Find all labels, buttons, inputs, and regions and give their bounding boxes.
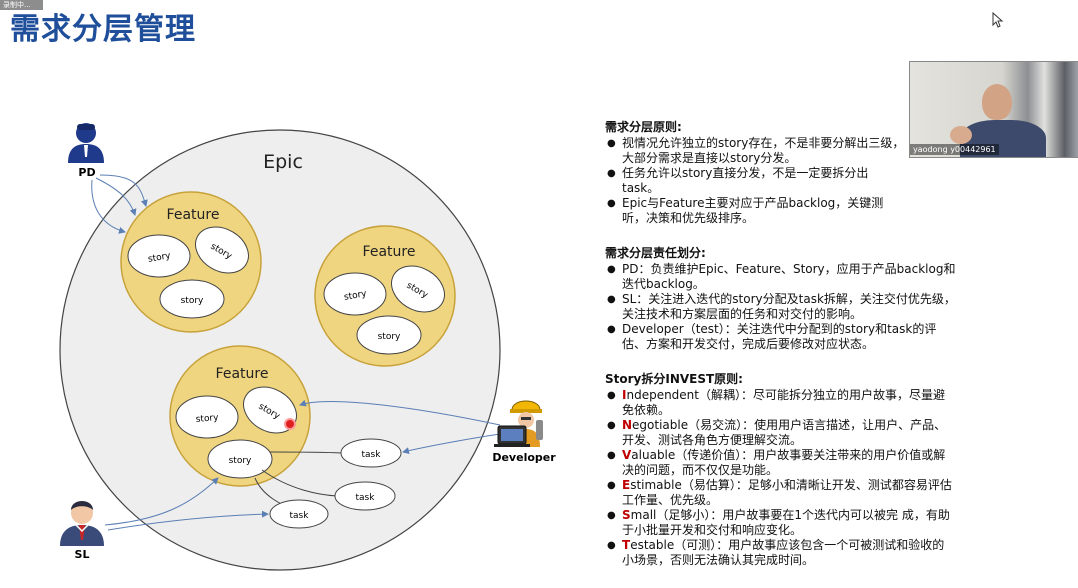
story-node [323,272,387,316]
principles-item: Epic与Feature主要对应于产品backlog，关键测听，决策和优先级排序… [605,196,905,226]
invest-item: Valuable（传递价值）：用户故事要关注带来的用户价值或解决的问题，而不仅仅… [605,448,955,478]
pd-person-icon [68,123,104,163]
principles-title: 需求分层原则: [605,120,682,134]
sl-label: SL [75,548,90,561]
invest-text: mall（足够小）：用户故事要在1个迭代内可以被完 成，有助于小批量开发和交付和… [622,508,950,537]
invest-item: Negotiable（易交流）：使用用户语言描述，让用户、产品、开发、测试各角色… [605,418,955,448]
task-connector [261,469,338,497]
invest-item: Estimable（易估算）：足够小和清晰让开发、测试都容易评估工作量、优先级。 [605,478,955,508]
invest-letter: V [622,448,632,462]
responsibility-item: SL：关注进入迭代的story分配及task拆解，关注交付优先级，关注技术和方案… [605,292,960,322]
developer-label: Developer [492,451,556,464]
pd-arrow [95,177,137,216]
task-node [269,499,329,529]
story-node [175,395,239,439]
task-label: task [362,450,382,460]
invest-text: ndependent（解耦）：尽可能拆分独立的用户故事，尽量避免依赖。 [622,388,945,417]
invest-text: estable（可测）：用户故事应该包含一个可被测试和验收的小场景，否则无法确认… [622,538,945,567]
slide-title: 需求分层管理 [10,12,196,47]
sl-arrow [107,510,269,531]
responsibility-item: Developer（test）：关注迭代中分配到的story和task的评估、方… [605,322,960,352]
sl-person-icon [60,501,104,546]
mouse-cursor-icon [992,12,1004,28]
invest-letter: S [622,508,631,522]
developer-arrow [402,433,501,455]
principles-section: 需求分层原则: 视情况允许独立的story存在，不是非要分解出三级，大部分需求是… [605,120,905,226]
video-person-hand [950,126,972,144]
story-label: story [195,413,219,425]
invest-section: Story拆分INVEST原则: Independent（解耦）：尽可能拆分独立… [605,372,955,568]
sl-arrow [104,477,219,526]
video-person-head [982,84,1012,120]
feature-label-3: Feature [216,366,269,382]
task-label: task [356,493,376,503]
requirement-layer-diagram: Epic Feature story story story Feature s… [59,123,556,571]
responsibility-item: PD：负责维护Epic、Feature、Story，应用于产品backlog和迭… [605,262,960,292]
story-node [356,315,422,355]
responsibility-title: 需求分层责任划分: [605,246,706,260]
task-label: task [290,511,310,521]
video-person-body [960,120,1046,157]
invest-item: Independent（解耦）：尽可能拆分独立的用户故事，尽量避免依赖。 [605,388,955,418]
invest-item: Small（足够小）：用户故事要在1个迭代内可以被完 成，有助于小批量开发和交付… [605,508,955,538]
recording-badge: 录制中... [0,0,43,10]
story-node [391,265,445,313]
pd-label: PD [78,166,95,179]
principles-item: 任务允许以story直接分发，不是一定要拆分出task。 [605,166,905,196]
pd-arrow [99,174,148,207]
feature-label-2: Feature [363,244,416,260]
story-node [127,234,191,278]
invest-text: stimable（易估算）：足够小和清晰让开发、测试都容易评估工作量、优先级。 [622,478,952,507]
invest-letter: E [622,478,631,492]
story-label: story [343,289,368,303]
story-label: story [378,332,401,342]
developer-icon [494,400,543,447]
task-node [334,481,396,511]
task-connector [269,451,343,454]
invest-letter: N [622,418,633,432]
story-node [159,279,225,319]
pd-arrow [91,179,126,234]
responsibility-section: 需求分层责任划分: PD：负责维护Epic、Feature、Story，应用于产… [605,246,960,352]
invest-title: Story拆分INVEST原则: [605,372,743,386]
notes-panel: 需求分层原则: 视情况允许独立的story存在，不是非要分解出三级，大部分需求是… [605,120,970,588]
invest-text: egotiable（易交流）：使用用户语言描述，让用户、产品、开发、测试各角色方… [622,418,947,447]
participant-video-tile[interactable]: yaodong y00442961 [909,61,1078,158]
laser-pointer [284,418,296,430]
feature-label-1: Feature [167,207,220,223]
invest-text: aluable（传递价值）：用户故事要关注带来的用户价值或解决的问题，而不仅仅是… [622,448,946,477]
story-label: story [229,456,252,466]
invest-letter: T [622,538,631,552]
story-node [195,226,249,274]
feature-circle-3 [169,345,311,487]
epic-label: Epic [263,151,303,173]
invest-item: Testable（可测）：用户故事应该包含一个可被测试和验收的小场景，否则无法确… [605,538,955,568]
task-node [340,438,402,468]
story-label: story [147,251,172,265]
story-node [207,439,273,479]
participant-name: yaodong y00442961 [910,144,999,155]
story-label: story [181,296,204,306]
invest-letter: I [622,388,627,402]
principles-item: 视情况允许独立的story存在，不是非要分解出三级，大部分需求是直接以story… [605,136,905,166]
developer-arrow [299,399,501,426]
feature-circle-1 [120,191,262,333]
